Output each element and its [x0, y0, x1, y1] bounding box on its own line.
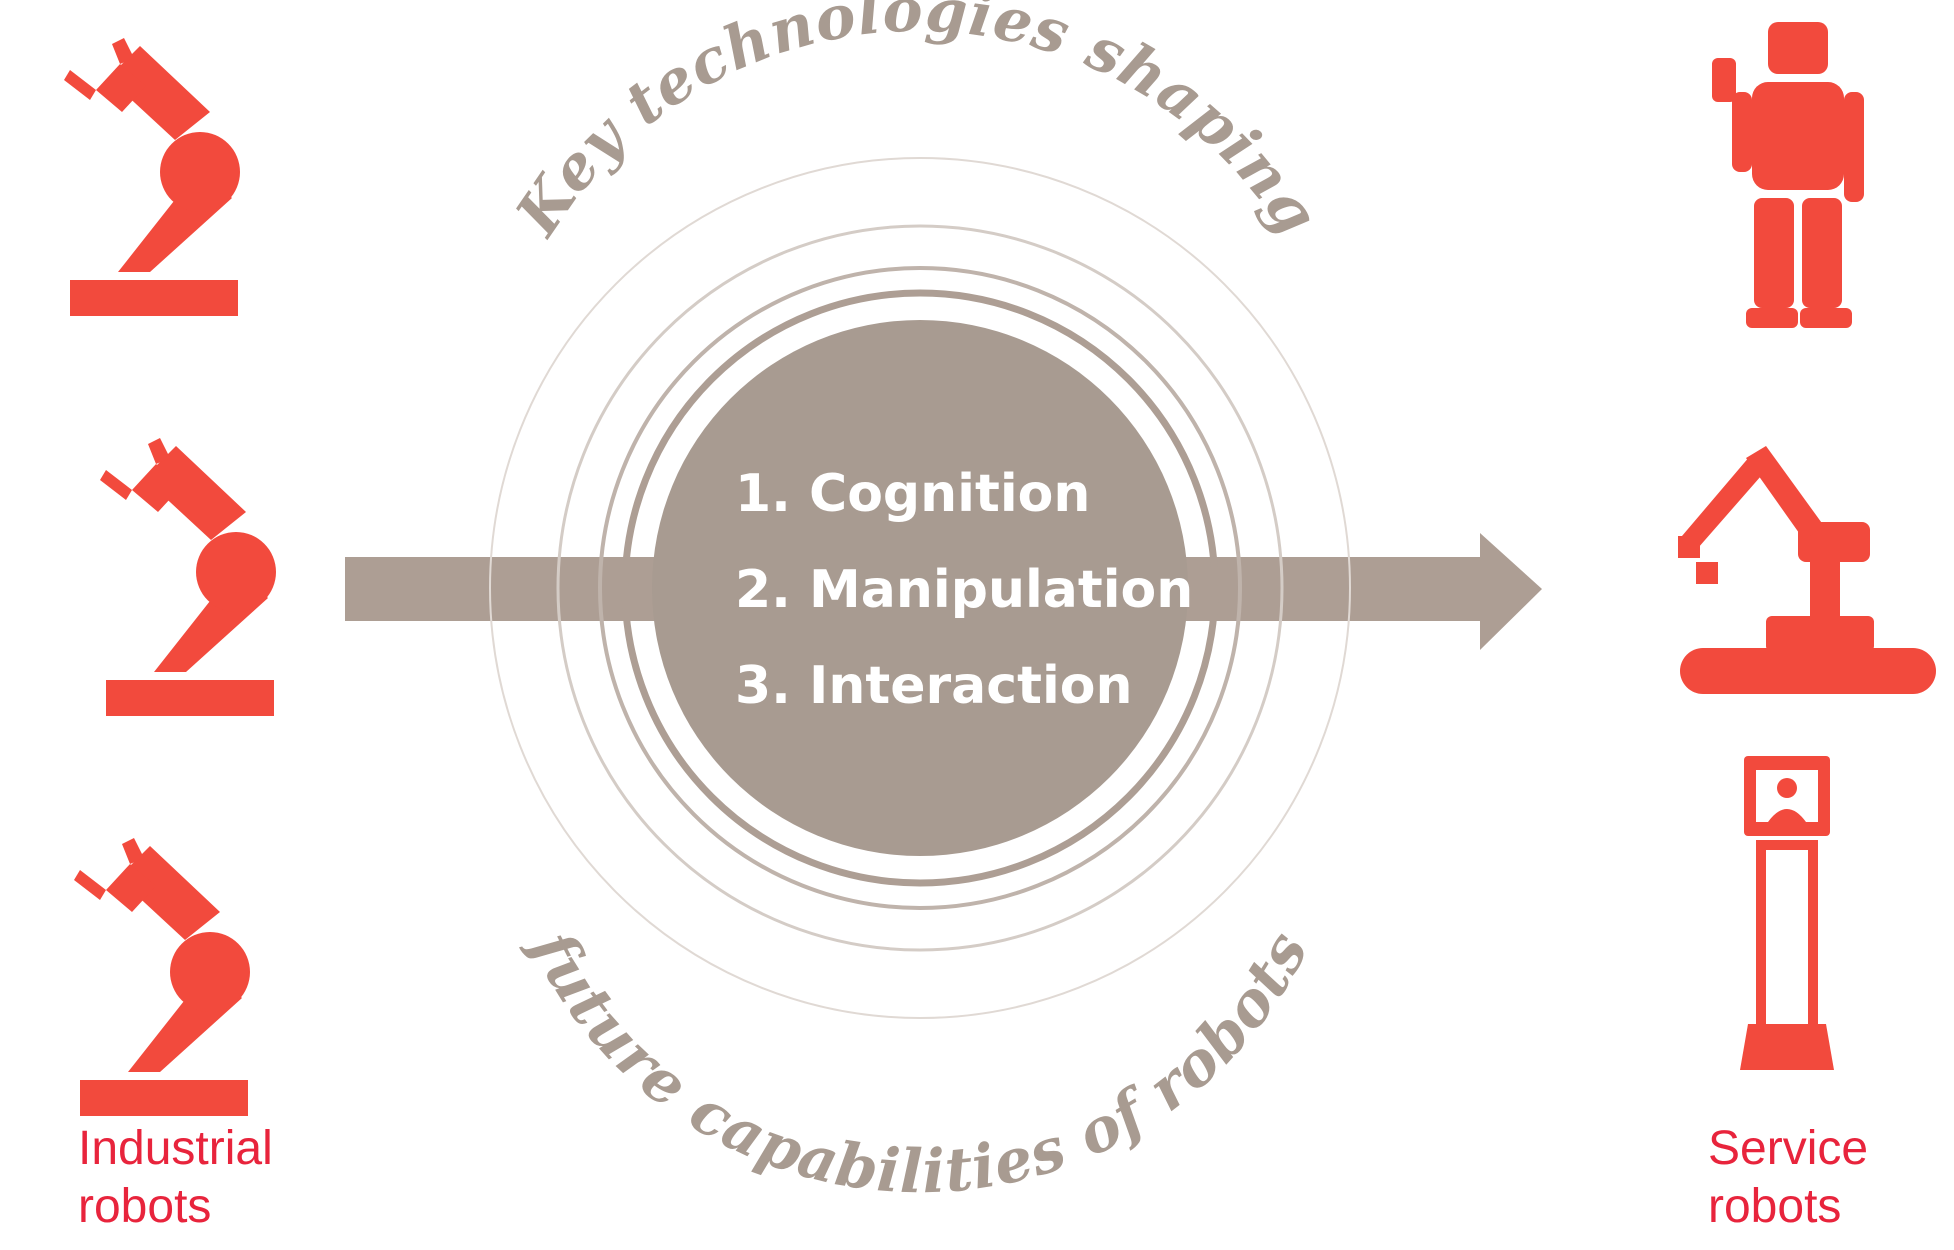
industrial-robots-group	[64, 38, 276, 1116]
arc-caption-top: Key technologies shaping	[502, 0, 1333, 249]
industrial-label-line1: Industrial	[78, 1122, 273, 1175]
arc-caption-bottom: future capabilities of robots	[516, 917, 1323, 1208]
technology-rings	[489, 157, 1351, 1019]
technology-item-3: 3. Interaction	[735, 656, 1133, 716]
industrial-robot-arm-icon	[64, 38, 240, 316]
industrial-robot-arm-icon	[100, 438, 276, 716]
service-robots-group	[1678, 22, 1936, 1070]
service-label-line1: Service	[1708, 1122, 1869, 1175]
humanoid-robot-icon	[1712, 22, 1864, 328]
outer-ring-1	[621, 289, 1219, 887]
technology-item-2: 2. Manipulation	[735, 560, 1193, 620]
outer-ring-2	[598, 266, 1242, 910]
industrial-robots-label: Industrial robots	[78, 1120, 273, 1236]
arrow-head	[1480, 533, 1542, 650]
industrial-robot-arm-icon	[74, 838, 250, 1116]
industrial-label-line2: robots	[78, 1180, 212, 1233]
service-robots-label: Service robots	[1708, 1120, 1868, 1236]
outer-ring-3	[556, 224, 1284, 952]
tracked-robot-arm-icon	[1678, 446, 1936, 694]
service-label-line2: robots	[1708, 1180, 1842, 1233]
telepresence-screen-person-icon	[1756, 770, 1818, 822]
technology-item-1: 1. Cognition	[735, 464, 1090, 524]
technology-core	[652, 320, 1188, 856]
outer-ring-4	[489, 157, 1351, 1019]
